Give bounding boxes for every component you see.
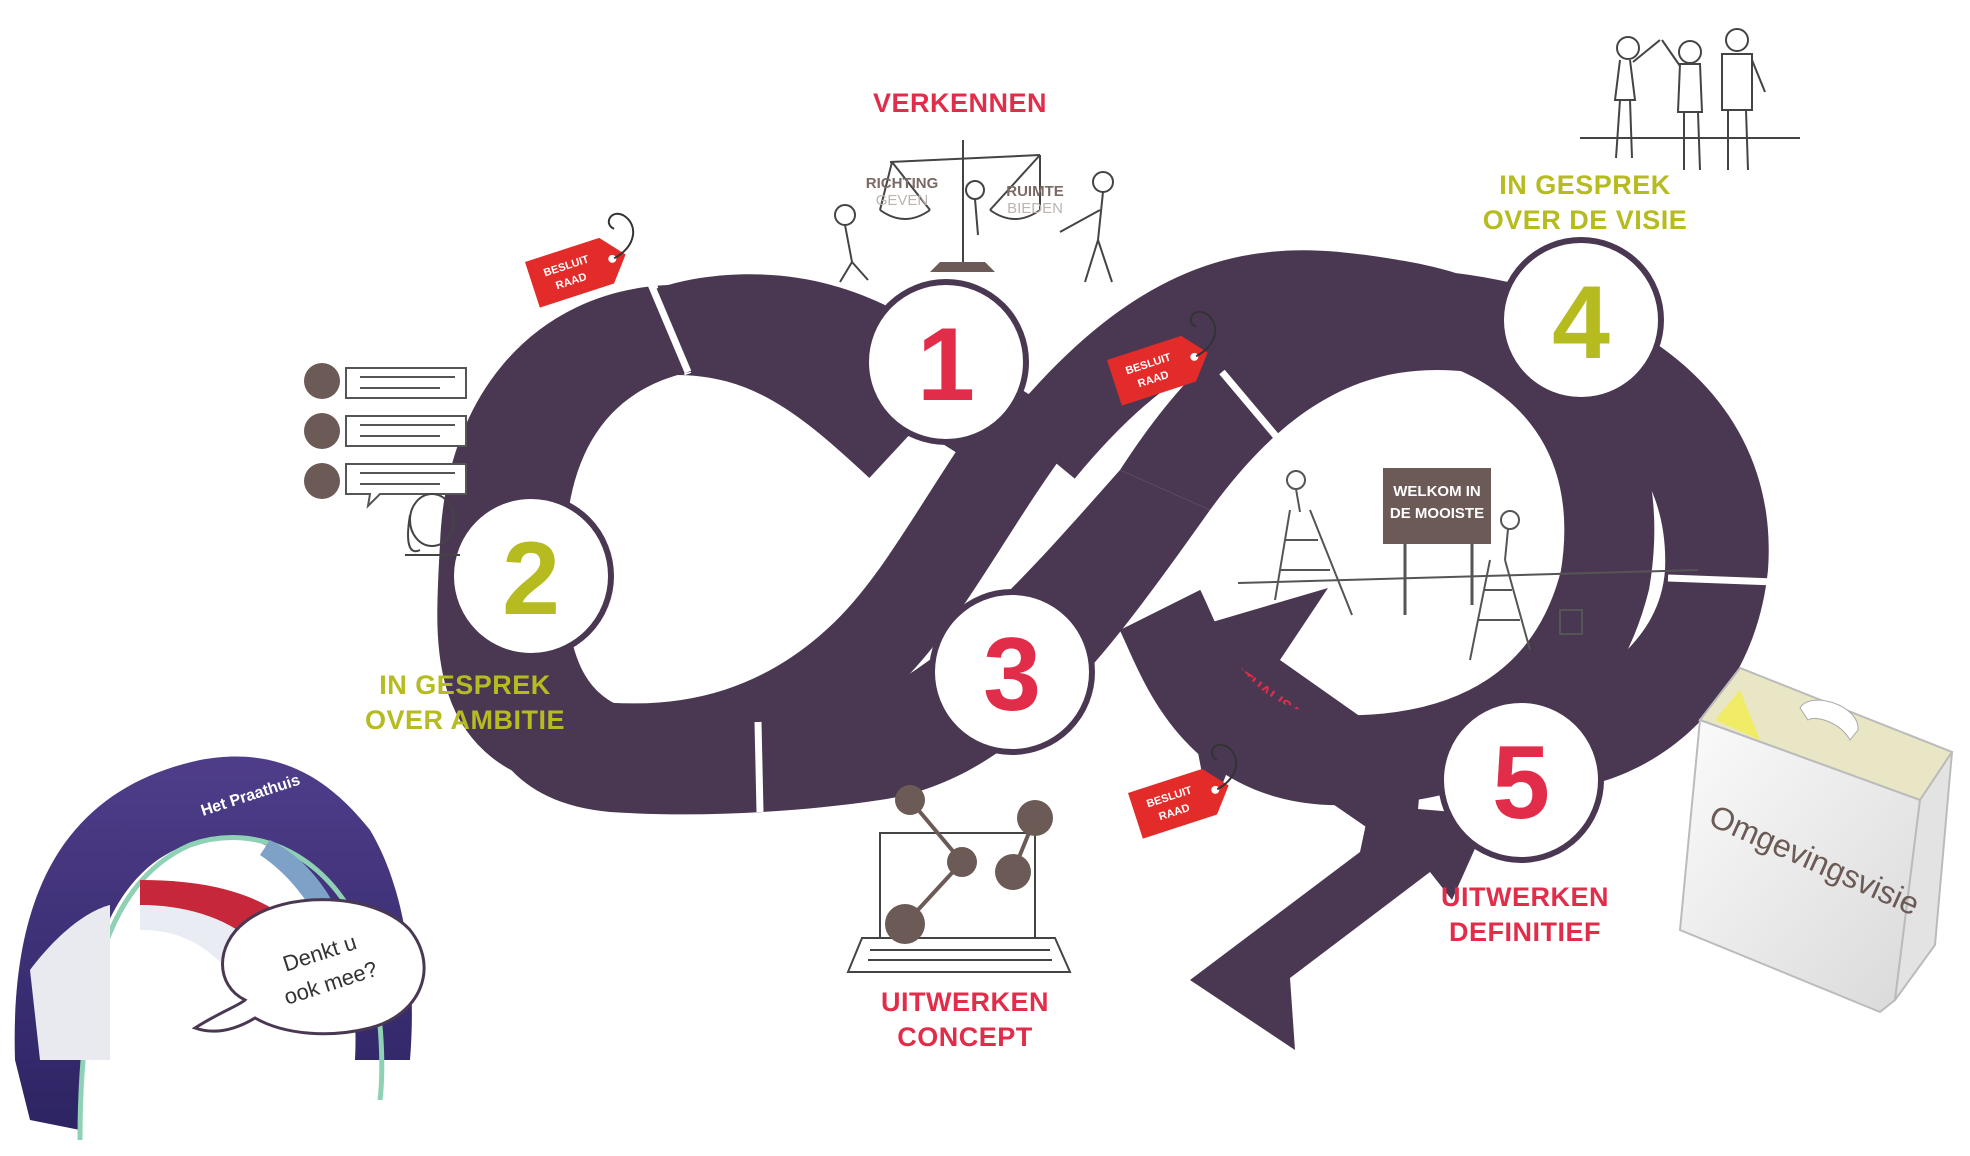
step-5-title: UITWERKEN DEFINITIEF [1410,880,1640,950]
step-4-title: IN GESPREK OVER DE VISIE [1455,168,1715,238]
step-3-title: UITWERKEN CONCEPT [850,985,1080,1055]
laptop-sketch [848,785,1070,972]
step-2-circle: 2 [451,496,611,656]
balance-right-line1: RUIMTE [1006,183,1064,200]
balance-left-line2: GEVEN [876,192,929,209]
svg-text:3: 3 [983,617,1041,733]
step-1-circle: 1 [866,282,1026,442]
balance-right-line2: BIEDEN [1007,200,1063,217]
board-line1: WELKOM IN [1393,483,1481,500]
omgevingsvisie-box: Omgevingsvisie [1680,668,1952,1012]
step-5-circle: 5 [1441,700,1601,860]
balance-left-line1: RICHTING [866,175,939,192]
step-1-title: VERKENNEN [840,86,1080,121]
balance-scale-sketch [835,140,1113,282]
svg-text:5: 5 [1492,725,1550,841]
svg-text:2: 2 [502,521,560,637]
people-sketch [1580,29,1800,170]
svg-text:1: 1 [917,307,975,423]
svg-text:4: 4 [1552,265,1610,381]
step-2-title: IN GESPREK OVER AMBITIE [340,668,590,738]
step-3-circle: 3 [932,592,1092,752]
board-line2: DE MOOISTE [1390,505,1484,522]
step-4-circle: 4 [1501,240,1661,400]
